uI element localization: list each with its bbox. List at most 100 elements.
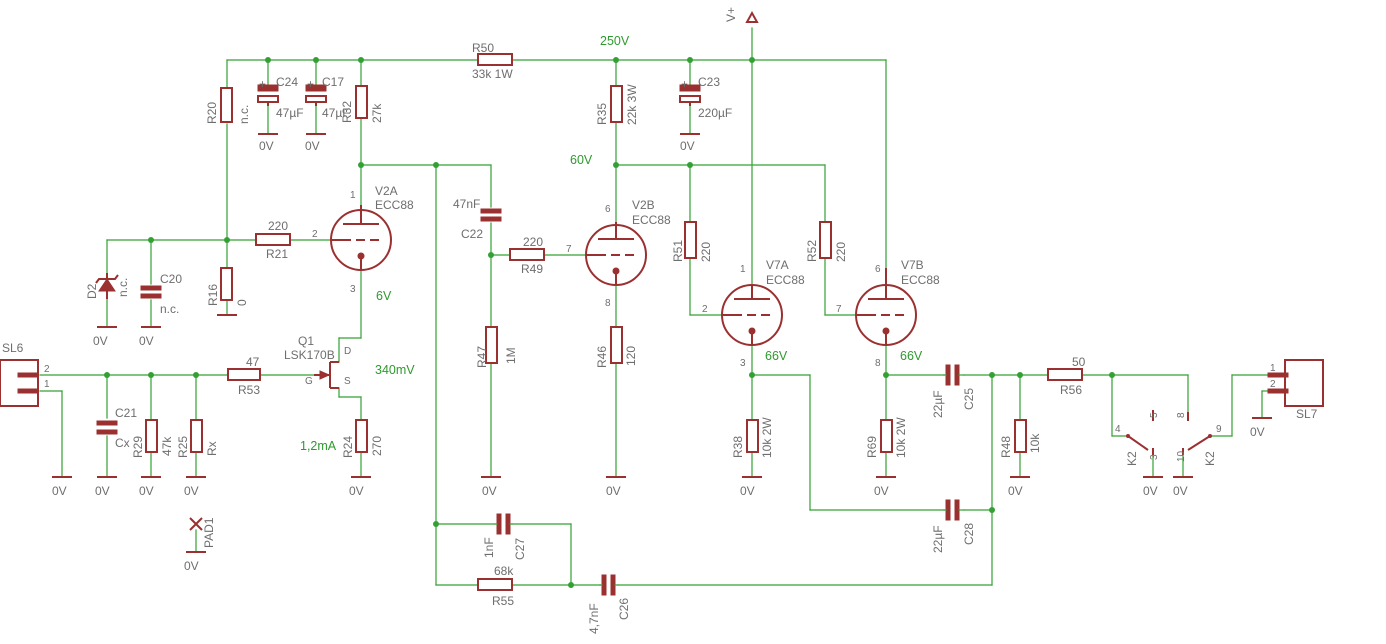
net-1-2ma: 1,2mA: [300, 439, 337, 453]
capacitor-c26: [599, 574, 619, 596]
r55-value: 68k: [494, 564, 514, 578]
capacitor-c27: [494, 513, 513, 535]
r53-value: 47: [246, 355, 260, 369]
v2b-name: V2B: [632, 198, 655, 212]
gnd-label: 0V: [740, 484, 755, 498]
resistor-r32: [355, 85, 368, 119]
q1-value: LSK170B: [284, 348, 335, 362]
resistor-r21: [255, 233, 291, 246]
r51-name: R51: [671, 240, 685, 262]
pin-label: D: [344, 346, 351, 357]
resistor-r55: [477, 578, 513, 591]
r69-name: R69: [865, 436, 879, 458]
v7b-name: V7B: [901, 258, 924, 272]
capacitor-c24: [257, 84, 279, 106]
c24-plus: +: [259, 77, 266, 91]
r21-name: R21: [266, 247, 288, 261]
gnd-label: 0V: [93, 334, 108, 348]
c17-value: 47µF: [322, 106, 350, 120]
r35-name: R35: [595, 103, 609, 125]
d2-name: D2: [85, 283, 99, 299]
v2a-value: ECC88: [375, 198, 414, 212]
gnd-label: 0V: [349, 484, 364, 498]
c26-value: 4,7nF: [587, 603, 601, 634]
gnd-label: 0V: [259, 139, 274, 153]
k2-name-left: K2: [1125, 451, 1139, 466]
gnd-label: 0V: [184, 484, 199, 498]
r38-name: R38: [731, 436, 745, 458]
r52-name: R52: [805, 240, 819, 262]
gnd-label: 0V: [482, 484, 497, 498]
pin-label: 6: [605, 204, 611, 215]
resistor-r16: [220, 267, 233, 301]
resistor-r69: [880, 419, 893, 453]
r49-value: 220: [523, 235, 543, 249]
labels: 250V 60V 6V 340mV 1,2mA 66V 66V R50 33k …: [2, 34, 1318, 634]
r55-name: R55: [492, 594, 514, 608]
r21-value: 220: [268, 219, 288, 233]
v7a-value: ECC88: [766, 273, 805, 287]
c21-name: C21: [115, 406, 137, 420]
gnd-label: 0V: [874, 484, 889, 498]
tube-v2b: [585, 222, 647, 286]
r69-value: 10k 2W: [894, 417, 908, 458]
pin-label: 8: [1176, 412, 1187, 418]
resistor-r51: [684, 221, 697, 259]
v7a-name: V7A: [766, 258, 789, 272]
connector-sl7: [1267, 359, 1324, 407]
resistor-r48: [1014, 419, 1027, 453]
r29-value: 47k: [160, 436, 174, 456]
c23-plus: +: [681, 77, 688, 91]
resistor-r49: [509, 248, 545, 261]
k2-name-right: K2: [1203, 451, 1217, 466]
resistor-r46: [610, 326, 623, 364]
capacitor-c23: [679, 84, 701, 106]
r53-name: R53: [238, 383, 260, 397]
r38-value: 10k 2W: [760, 417, 774, 458]
net-66v-a: 66V: [765, 349, 788, 363]
c22-value: 47nF: [453, 197, 480, 211]
gnd-label: 0V: [1008, 484, 1023, 498]
gnd-label: 0V: [1250, 425, 1265, 439]
vplus-symbol: V+: [724, 7, 759, 23]
r49-name: R49: [521, 262, 543, 276]
c22-name: C22: [461, 227, 483, 241]
r50-value: 33k 1W: [472, 67, 513, 81]
r20-name: R20: [205, 102, 219, 124]
q1-name: Q1: [298, 334, 314, 348]
c25-name: C25: [962, 388, 976, 410]
pin-label: G: [305, 376, 313, 387]
pad1-marker: [189, 517, 203, 531]
r50-name: R50: [472, 41, 494, 55]
pin-label: 1: [44, 379, 50, 390]
pin-label: 3: [740, 358, 746, 369]
c24-name: C24: [276, 75, 298, 89]
jfet-q1: [314, 361, 339, 389]
pin-label: 2: [1270, 379, 1276, 390]
pin-label: 9: [1216, 424, 1222, 435]
gnd-label: 0V: [606, 484, 621, 498]
resistor-r35: [610, 85, 623, 123]
d2-value: n.c.: [116, 278, 130, 297]
r51-value: 220: [699, 242, 713, 262]
gnd-label: 0V: [305, 139, 320, 153]
c28-value: 22µF: [931, 525, 945, 553]
r52-value: 220: [834, 242, 848, 262]
c26-name: C26: [617, 598, 631, 620]
r32-name: R32: [340, 101, 354, 123]
pin-label: 1: [350, 190, 356, 201]
r25-value: Rx: [205, 441, 219, 456]
r29-name: R29: [131, 436, 145, 458]
c27-value: 1nF: [482, 537, 496, 558]
r16-value: 0: [235, 299, 249, 306]
gnd-label: 0V: [1173, 484, 1188, 498]
r48-value: 10k: [1028, 433, 1042, 453]
pin-label: 7: [836, 304, 842, 315]
r25-name: R25: [176, 436, 190, 458]
c24-value: 47µF: [276, 106, 304, 120]
net-340mv: 340mV: [375, 363, 415, 377]
wires: [39, 27, 1269, 586]
resistor-r25: [190, 419, 203, 453]
resistor-r50: [477, 53, 513, 66]
pin-label: 4: [1115, 424, 1121, 435]
